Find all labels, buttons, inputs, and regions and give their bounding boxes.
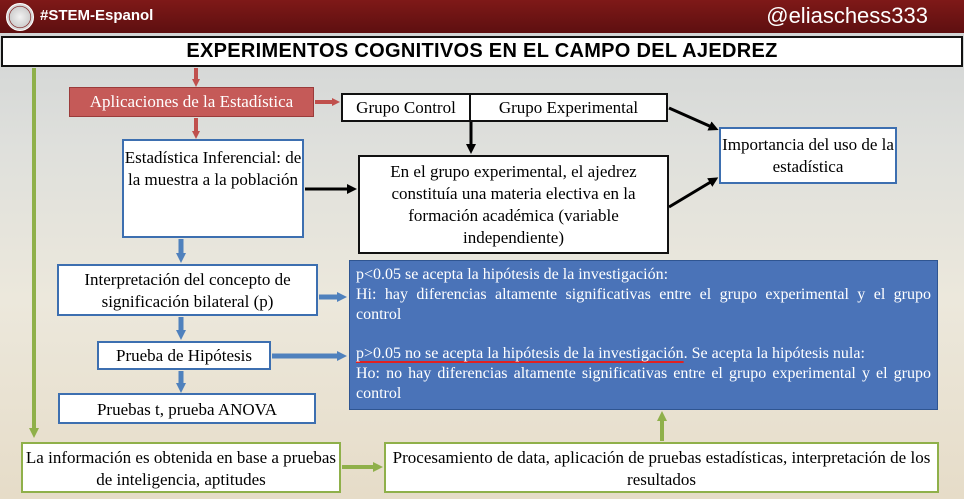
author-handle: @eliaschess333 [766,3,928,28]
panel-line-accept: p<0.05 se acepta la hipótesis de la inve… [356,266,669,283]
node-estadistica-inferencial: Estadística Inferencial: de la muestra a… [122,139,304,238]
arrow-grupos-to-importancia [668,106,719,131]
panel-line-hi: Hi: hay diferencias altamente significat… [356,286,931,323]
panel-line-reject-rest: . Se acepta la hipótesis nula: [683,345,865,362]
node-significacion: Interpretación del concepto de significa… [57,264,318,316]
node-ajedrez-variable: En el grupo experimental, el ajedrez con… [358,155,669,254]
node-grupo-experimental: Grupo Experimental [471,93,668,122]
panel-line-reject: p>0.05 no se acepta la hipótesis de la i… [356,344,931,364]
node-procesamiento: Procesamiento de data, aplicación de pru… [384,442,939,493]
channel-name: #STEM-Espanol [40,7,154,24]
node-aplicaciones: Aplicaciones de la Estadística [69,87,314,117]
node-pruebas-t-anova: Pruebas t, prueba ANOVA [58,393,316,424]
node-informacion: La información es obtenida en base a pru… [21,442,341,493]
header-bar: #STEM-Espanol @eliaschess333 [0,0,964,33]
panel-line-reject-underlined: p>0.05 no se acepta la hipótesis de la i… [356,345,684,362]
node-importancia: Importancia del uso de la estadística [719,127,897,184]
channel-logo-icon [6,3,34,31]
node-grupo-control: Grupo Control [341,93,471,122]
hypothesis-panel: p<0.05 se acepta la hipótesis de la inve… [349,260,938,410]
arrow-ajedrez-to-importancia [668,177,719,209]
panel-line-ho: Ho: no hay diferencias altamente signifi… [356,365,931,402]
diagram-title: EXPERIMENTOS COGNITIVOS EN EL CAMPO DEL … [1,36,963,67]
node-prueba-hipotesis: Prueba de Hipótesis [97,341,271,370]
